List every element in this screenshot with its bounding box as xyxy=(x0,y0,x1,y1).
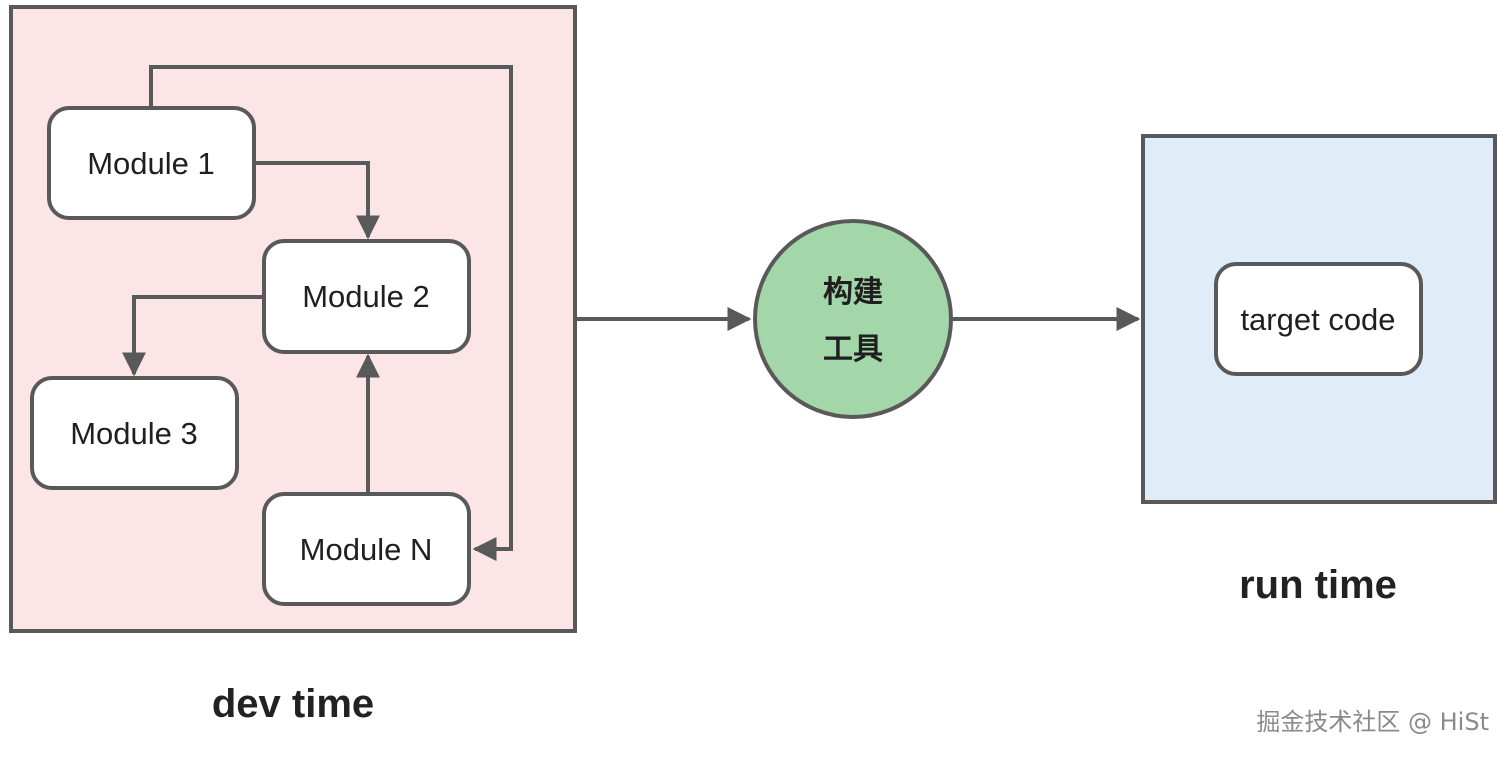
build-tool-label-line-2: 工具 xyxy=(823,332,883,367)
build-tool-node: 构建 工具 xyxy=(753,219,953,419)
edge-module1-to-module2 xyxy=(256,161,380,240)
dev-time-caption: dev time xyxy=(212,682,374,726)
target-code-label: target code xyxy=(1240,302,1395,337)
module-3-label: Module 3 xyxy=(70,416,198,451)
module-n-node: Module N xyxy=(262,492,471,606)
module-1-node: Module 1 xyxy=(47,106,256,220)
module-1-label: Module 1 xyxy=(87,146,215,181)
edge-module1-to-modulen xyxy=(149,65,513,561)
watermark-text: 掘金技术社区 @ HiSt xyxy=(1256,708,1489,736)
module-3-node: Module 3 xyxy=(30,376,239,490)
module-2-label: Module 2 xyxy=(302,279,430,314)
edge-module2-to-module3 xyxy=(122,295,263,377)
target-code-node: target code xyxy=(1214,262,1423,376)
run-time-caption: run time xyxy=(1239,563,1397,607)
module-2-node: Module 2 xyxy=(262,239,471,354)
module-n-label: Module N xyxy=(300,532,433,567)
build-tool-label-line-1: 构建 xyxy=(823,275,883,310)
